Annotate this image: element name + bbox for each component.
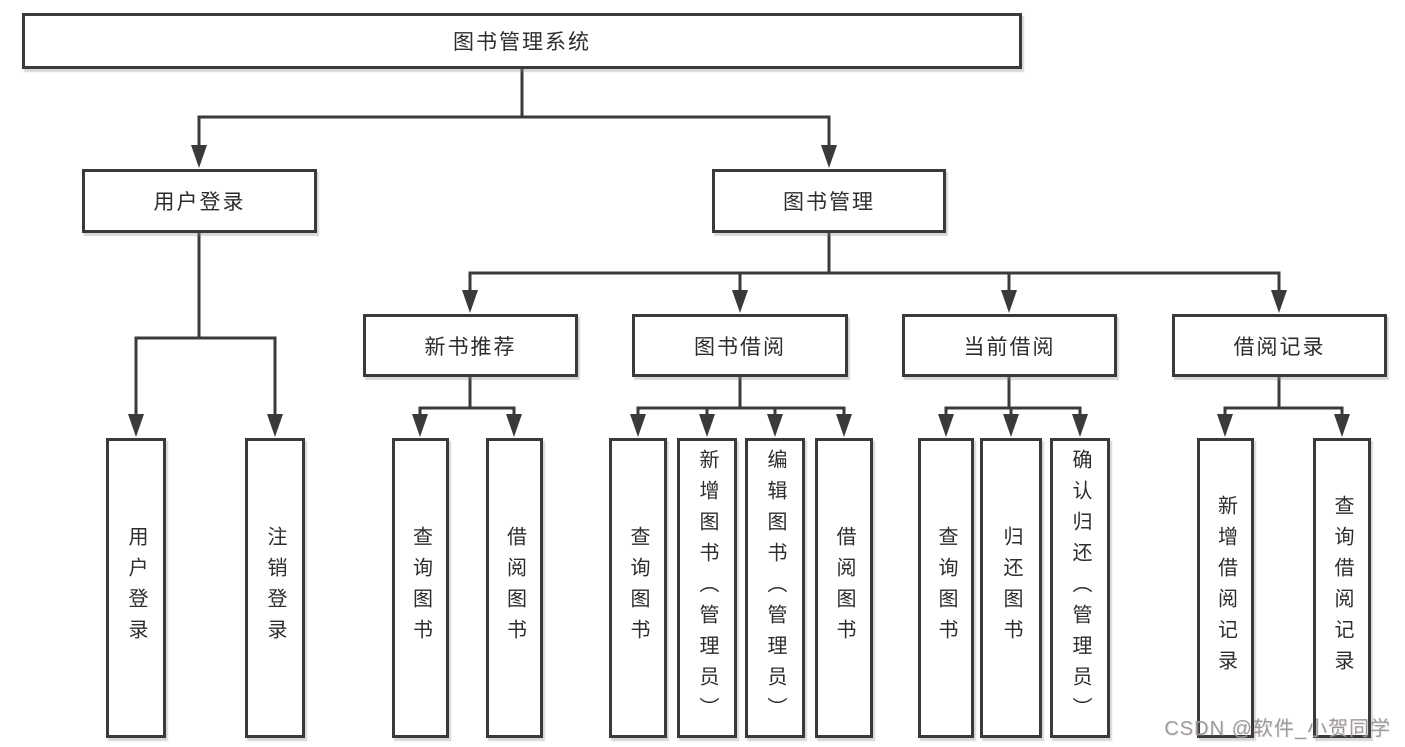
node-label-leaf-add-books-admin: 新增图书（管理员） xyxy=(696,448,718,728)
node-leaf-edit-books-admin: 编辑图书（管理员） xyxy=(745,438,805,738)
node-label-leaf-return-books: 归还图书 xyxy=(1000,526,1022,650)
node-leaf-query-books-cur: 查询图书 xyxy=(918,438,974,738)
arrowhead-icon xyxy=(732,290,748,313)
node-label-leaf-logout: 注销登录 xyxy=(264,526,286,650)
node-new-book-recommend: 新书推荐 xyxy=(363,314,578,377)
arrowhead-icon xyxy=(836,414,852,437)
node-leaf-borrow-books-bor: 借阅图书 xyxy=(815,438,873,738)
node-leaf-return-books: 归还图书 xyxy=(980,438,1042,738)
arrowhead-icon xyxy=(630,414,646,437)
arrowhead-icon xyxy=(821,145,837,168)
node-label-leaf-query-books-bor: 查询图书 xyxy=(627,526,649,650)
node-label-root: 图书管理系统 xyxy=(453,31,591,54)
arrowhead-icon xyxy=(1001,290,1017,313)
arrowhead-icon xyxy=(1003,414,1019,437)
node-label-leaf-query-books-rec: 查询图书 xyxy=(409,526,432,650)
node-label-leaf-query-books-cur: 查询图书 xyxy=(935,526,957,650)
node-book-management: 图书管理 xyxy=(712,169,946,233)
node-label-leaf-query-borrow-record: 查询借阅记录 xyxy=(1331,495,1353,681)
node-root: 图书管理系统 xyxy=(22,13,1022,69)
arrowhead-icon xyxy=(1072,414,1088,437)
arrowhead-icon xyxy=(1271,290,1287,313)
arrowhead-icon xyxy=(191,145,207,168)
node-book-borrowing: 图书借阅 xyxy=(632,314,848,377)
arrowhead-icon xyxy=(506,414,522,437)
node-leaf-borrow-books-rec: 借阅图书 xyxy=(486,438,543,738)
node-user-login: 用户登录 xyxy=(82,169,317,233)
node-label-user-login: 用户登录 xyxy=(153,191,246,214)
node-label-leaf-user-login: 用户登录 xyxy=(125,526,147,650)
watermark-text: CSDN @软件_小贺同学 xyxy=(1164,718,1391,740)
arrowhead-icon xyxy=(767,414,783,437)
arrowhead-icon xyxy=(128,414,144,437)
node-current-borrowing: 当前借阅 xyxy=(902,314,1117,377)
node-label-leaf-add-borrow-record: 新增借阅记录 xyxy=(1214,495,1237,681)
arrowhead-icon xyxy=(267,414,283,437)
arrowhead-icon xyxy=(699,414,715,437)
node-leaf-logout: 注销登录 xyxy=(245,438,305,738)
node-label-leaf-borrow-books-rec: 借阅图书 xyxy=(503,526,526,650)
arrowhead-icon xyxy=(462,290,478,313)
node-leaf-add-books-admin: 新增图书（管理员） xyxy=(677,438,737,738)
arrowhead-icon xyxy=(1334,414,1350,437)
arrowhead-icon xyxy=(412,414,428,437)
node-label-book-management: 图书管理 xyxy=(783,191,875,214)
node-borrowing-records: 借阅记录 xyxy=(1172,314,1387,377)
arrowhead-icon xyxy=(1217,414,1233,437)
node-leaf-query-books-bor: 查询图书 xyxy=(609,438,667,738)
node-leaf-confirm-return: 确认归还（管理员） xyxy=(1050,438,1110,738)
node-leaf-user-login: 用户登录 xyxy=(106,438,166,738)
node-label-leaf-borrow-books-bor: 借阅图书 xyxy=(833,526,855,650)
node-label-current-borrowing: 当前借阅 xyxy=(963,335,1056,359)
node-label-new-book-recommend: 新书推荐 xyxy=(424,335,517,359)
node-label-leaf-confirm-return: 确认归还（管理员） xyxy=(1069,448,1091,728)
arrowhead-icon xyxy=(938,414,954,437)
node-label-leaf-edit-books-admin: 编辑图书（管理员） xyxy=(764,448,786,728)
node-leaf-query-books-rec: 查询图书 xyxy=(392,438,449,738)
node-label-book-borrowing: 图书借阅 xyxy=(694,335,786,359)
node-leaf-query-borrow-record: 查询借阅记录 xyxy=(1313,438,1371,738)
node-leaf-add-borrow-record: 新增借阅记录 xyxy=(1197,438,1254,738)
node-label-borrowing-records: 借阅记录 xyxy=(1233,335,1326,359)
